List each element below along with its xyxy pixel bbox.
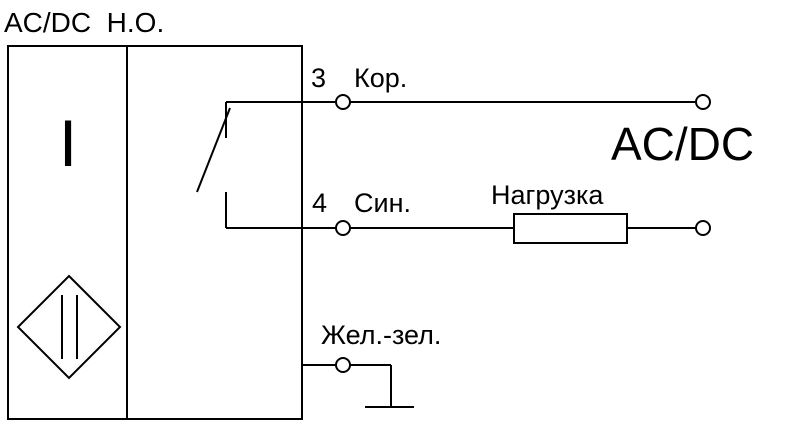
pin4-number: 4 <box>312 188 327 218</box>
terminal-pin3 <box>335 94 351 110</box>
inductive-sensor-icon <box>16 274 122 380</box>
terminal-ground <box>335 357 351 373</box>
load-label: Нагрузка <box>491 180 604 210</box>
terminal-supply-top <box>695 94 711 110</box>
switch-contact-icon <box>196 101 336 229</box>
ground-icon <box>350 364 414 408</box>
pin3-number: 3 <box>311 63 326 93</box>
load-resistor-icon <box>513 213 628 244</box>
pin3-label: Кор. <box>354 63 407 93</box>
terminal-pin4 <box>335 220 351 236</box>
supply-label: AC/DC <box>611 118 754 170</box>
ground-wire-label: Жел.-зел. <box>321 320 441 350</box>
diagram-title: AC/DC Н.О. <box>4 7 164 38</box>
sensor-type-letter: I <box>59 106 77 180</box>
sensor-housing <box>7 45 303 420</box>
pin4-label: Син. <box>354 188 411 218</box>
terminal-supply-bottom <box>695 220 711 236</box>
